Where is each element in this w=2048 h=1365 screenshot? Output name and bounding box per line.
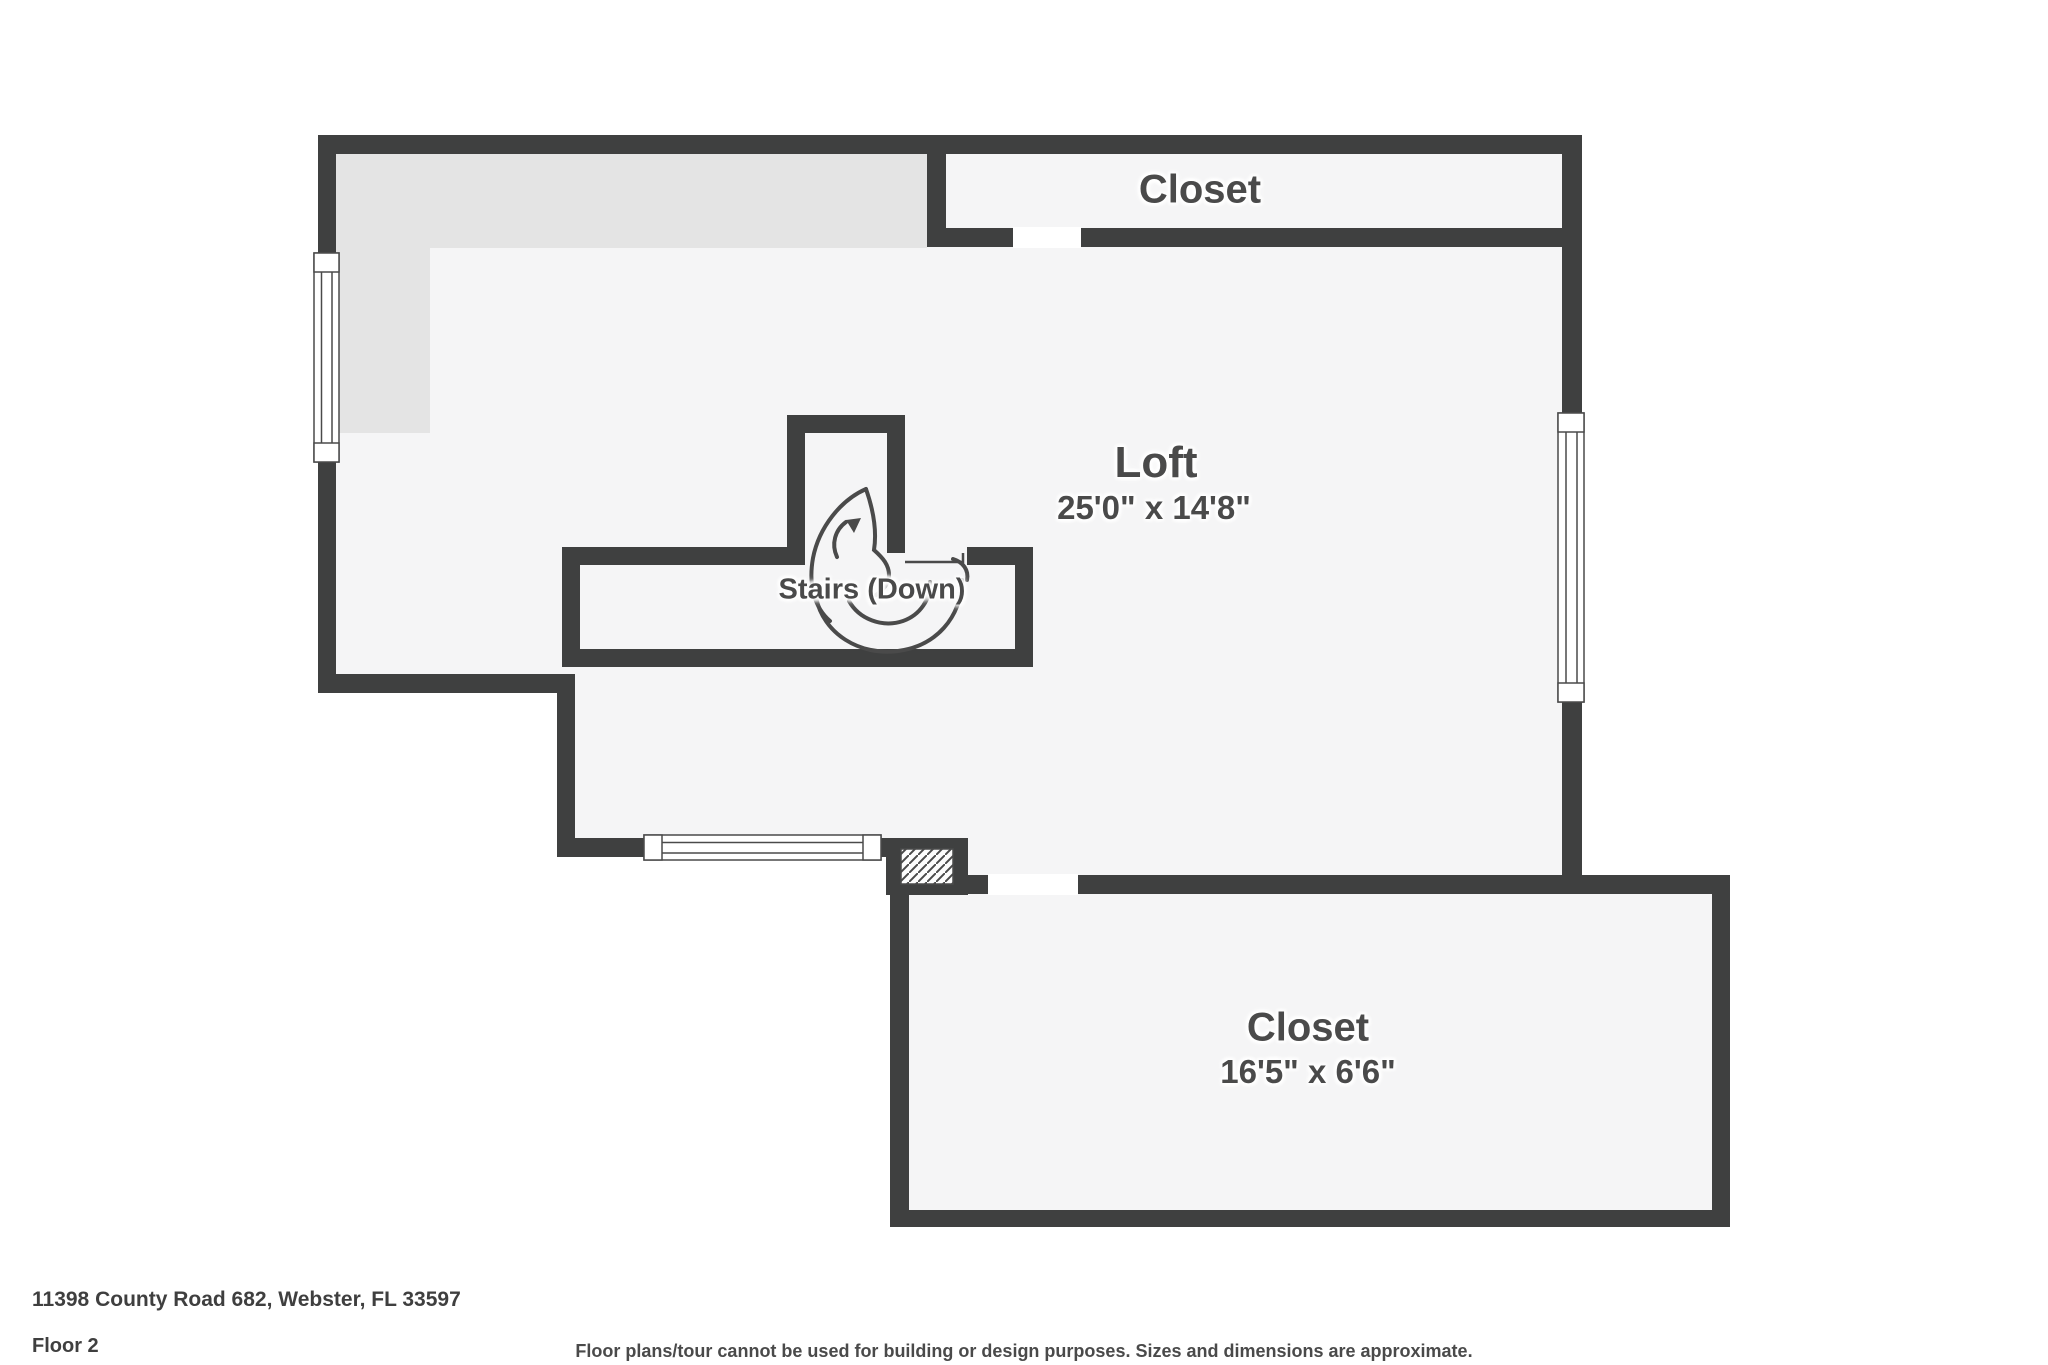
window-icon (1557, 412, 1585, 703)
stair-railing (905, 553, 965, 564)
loft-floor (336, 154, 1562, 875)
door-opening (1013, 227, 1081, 248)
shaded-area (336, 154, 927, 433)
window-icon (643, 834, 882, 861)
room-label-closet-bottom: Closet (1246, 1005, 1370, 1050)
stairs-down-icon (809, 487, 970, 654)
door-openings (988, 227, 1081, 895)
windows (313, 252, 1585, 861)
room-dims-closet-bottom: 16'5" x 6'6" (1220, 1053, 1396, 1090)
disclaimer-text: Floor plans/tour cannot be used for buil… (575, 1341, 1473, 1361)
hatched-chase (900, 848, 954, 885)
room-label-closet-top: Closet (1138, 167, 1262, 212)
window-icon (313, 252, 340, 463)
stairs-enclosure-walls (562, 415, 1033, 667)
room-label-loft: Loft (1114, 438, 1198, 487)
closet-bottom-floor (909, 894, 1712, 1210)
room-dims-loft: 25'0" x 14'8" (1057, 489, 1251, 526)
address-text: 11398 County Road 682, Webster, FL 33597 (32, 1288, 461, 1311)
room-label-stairs: Stairs (Down) (778, 573, 966, 606)
door-opening (988, 874, 1078, 895)
floor-label: Floor 2 (32, 1335, 99, 1357)
